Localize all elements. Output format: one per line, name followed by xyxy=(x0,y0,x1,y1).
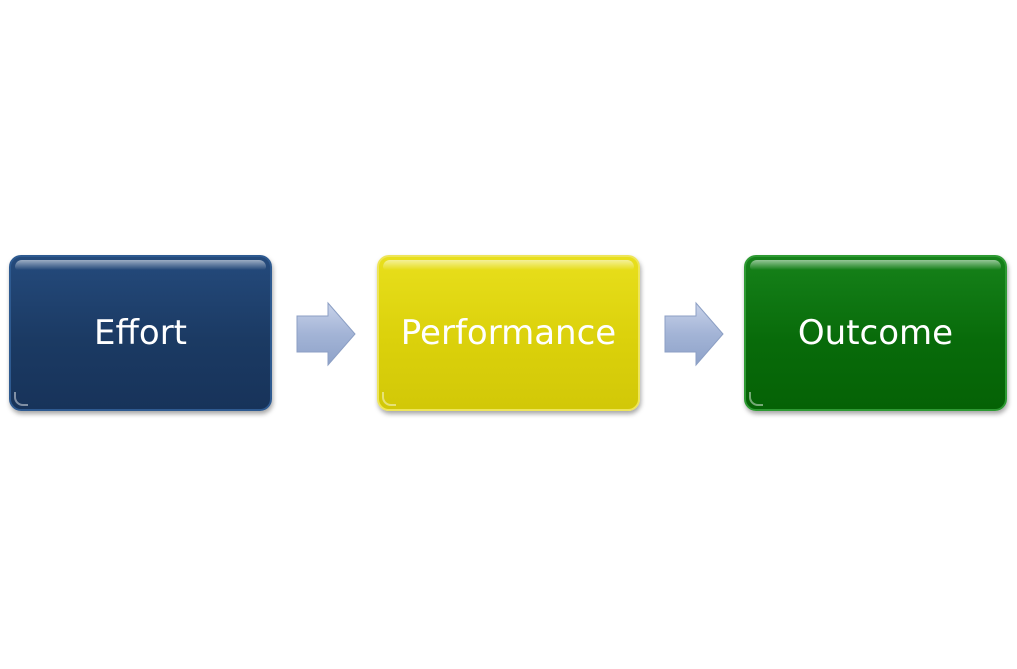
right-arrow-icon xyxy=(296,301,356,367)
step-box-outcome: Outcome xyxy=(744,255,1007,411)
step-box-performance: Performance xyxy=(377,255,640,411)
step-label-outcome: Outcome xyxy=(797,313,954,353)
step-label-effort: Effort xyxy=(93,313,188,353)
step-box-effort: Effort xyxy=(9,255,272,411)
step-label-performance: Performance xyxy=(400,313,617,353)
right-arrow-icon xyxy=(664,301,724,367)
